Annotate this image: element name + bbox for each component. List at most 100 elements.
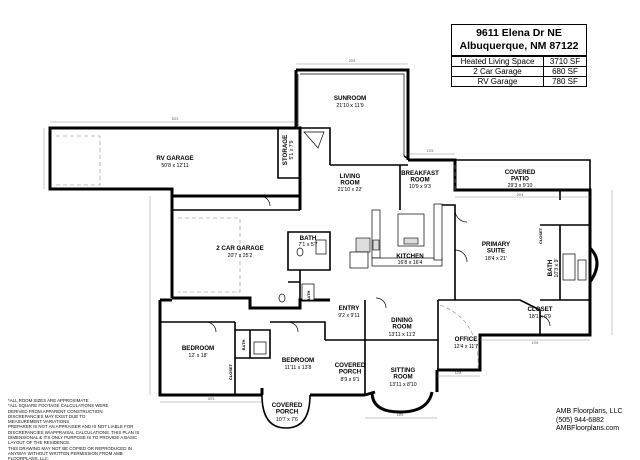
room-labels: SUNROOM 21'10 x 11'9 RV GARAGE 50'8 x 12… (156, 95, 560, 423)
room-2-car-garage-name: 2 CAR GARAGE (216, 245, 263, 252)
dim-top-sunroom: 23'8 (349, 59, 356, 63)
room-closet-small-1-name: CLOSET (228, 363, 233, 380)
dim-bottom-right: 12'8 (455, 371, 462, 375)
main-house-walls (158, 70, 592, 397)
disclaimer-line: DERIVED FROM APPARENT CONSTRUCTION. (8, 408, 104, 414)
disclaimer-line: Preparer is not an appraiser and is not … (8, 424, 134, 430)
disclaimer-line: dimensional & its only purpose is to pro… (8, 435, 138, 441)
room-sunroom-dims: 21'10 x 11'9 (336, 103, 363, 109)
dimension-lines (43, 63, 613, 419)
kitchen-island-sink (403, 237, 419, 245)
room-primary-suite-dims: 18'4 x 21' (485, 256, 507, 262)
room-closet-primary-name: CLOSET (527, 306, 552, 313)
fridge-icon (355, 237, 371, 253)
room-name-line: PORCH (276, 409, 299, 416)
kitchen-counter-right (433, 203, 443, 261)
rv-garage-walls (48, 126, 302, 198)
room-name-line: PATIO (511, 176, 529, 183)
room-bedroom-2-dims: 11'11 x 13'8 (285, 365, 312, 371)
bath-vanity-icon (315, 239, 327, 255)
garage-door (178, 217, 241, 293)
storage-water-heater (303, 131, 325, 149)
room-name-line: DINING (391, 317, 413, 324)
room-name-line: COVERED (335, 362, 366, 369)
room-name-line: ROOM (340, 180, 359, 187)
room-sunroom-name: SUNROOM (334, 95, 366, 102)
dim-breakfast-top: 13'5 (427, 149, 434, 153)
address-line-2: Albuquerque, NM 87122 (459, 40, 579, 52)
room-bedroom-1-name: BEDROOM (182, 345, 214, 352)
dim-right-office: 13'6 (532, 341, 539, 345)
hall-bath-vanity-icon (253, 341, 267, 355)
room-covered-porch-1-dims: 8'9 x 9'1 (341, 377, 360, 383)
room-name-line: COVERED (505, 169, 536, 176)
room-name-line: PRIMARY (482, 241, 511, 248)
room-primary-bath-dims: 10'3 x 9' (554, 258, 560, 277)
room-rv-garage-dims: 50'8 x 12'11 (161, 163, 188, 169)
primary-tub-icon (562, 253, 576, 281)
disclaimer-line: *ALL ROOM SIZES ARE APPROXIMATE (8, 398, 89, 403)
room-name-line: ROOM (393, 374, 412, 381)
patio-edge (455, 159, 591, 190)
company-info: AMB Floorplans, LLC (505) 944-6882 AMBFl… (556, 408, 623, 434)
dim-bottom-left: 30'5 (208, 397, 215, 401)
room-storage-dims: 5'1 x 7'9 (289, 140, 295, 159)
company-phone: (505) 944-6882 (556, 416, 604, 424)
disclaimer-line: DISCREPANCIES MAY EXIST DUE TO (8, 413, 86, 419)
room-closet-small-2-name: CLOSET (538, 227, 543, 244)
door-swing (205, 195, 551, 333)
sitting-room-bay (370, 391, 434, 414)
room-covered-porch-2-dims: 10'7 x 7'6 (276, 417, 298, 423)
disclaimer: *ALL ROOM SIZES ARE APPROXIMATE*ALL SQUA… (8, 398, 156, 460)
area-label: Heated Living Space (451, 56, 544, 67)
interior-walls (160, 127, 590, 395)
address-box: 9611 Elena Dr NE Albuquerque, NM 87122 (451, 24, 587, 56)
disclaimer-line: This drawing may not be copied or reprod… (8, 445, 133, 451)
room-covered-patio-dims: 29'3 x 9'10 (508, 183, 533, 189)
covered-porch-curve (261, 394, 311, 429)
address-line-1: 9611 Elena Dr NE (476, 27, 562, 39)
room-office-dims: 12'4 x 11'7 (454, 344, 478, 350)
room-2-car-garage-dims: 20'7 x 25'2 (228, 253, 253, 259)
room-primary-bath-name: BATH (547, 259, 554, 276)
disclaimer-line: Floorplans, LLC. (8, 456, 50, 460)
room-bedroom-1-dims: 12' x 18' (189, 353, 208, 359)
disclaimer-line: *ALL SQUARE FOOTAGE CALCULATIONS WERE (8, 403, 109, 409)
office-window-arc (439, 304, 479, 369)
disclaimer-line: MEASUREMENT VARIATIONS (8, 419, 70, 425)
kitchen-counter-bottom (371, 257, 443, 267)
primary-bath-bay (588, 246, 599, 283)
room-bath-1-name: BATH (300, 235, 317, 242)
room-name-line: SITTING (391, 367, 416, 374)
room-name-line: ROOM (410, 177, 429, 184)
room-name-line: SUITE (487, 248, 505, 255)
area-value: 780 SF (543, 76, 587, 87)
room-bath-1-dims: 7'1 x 5'7 (299, 242, 318, 248)
area-value: 3710 SF (543, 56, 587, 67)
room-name-line: BREAKFAST (401, 170, 439, 177)
kitchen-counter-left (371, 209, 381, 259)
area-value: 680 SF (543, 66, 587, 77)
dim-patio-top: 29'4 (517, 193, 524, 197)
room-dining-room-dims: 13'11 x 11'2 (389, 332, 416, 338)
room-kitchen-name: KITCHEN (396, 253, 424, 260)
disclaimer-line: layout of the residence. (8, 440, 71, 446)
area-label: RV Garage (451, 76, 544, 87)
room-sitting-room-dims: 13'11 x 8'10 (389, 382, 416, 388)
primary-vanity-icon (577, 259, 587, 281)
room-living-room-dims: 21'10 x 22' (338, 187, 363, 193)
garage-bath-tub-icon (301, 283, 315, 301)
room-closet-primary-dims: 18'1 x 6'9 (529, 314, 551, 320)
breakfast-bay (403, 155, 411, 161)
room-office-name: OFFICE (455, 336, 478, 343)
